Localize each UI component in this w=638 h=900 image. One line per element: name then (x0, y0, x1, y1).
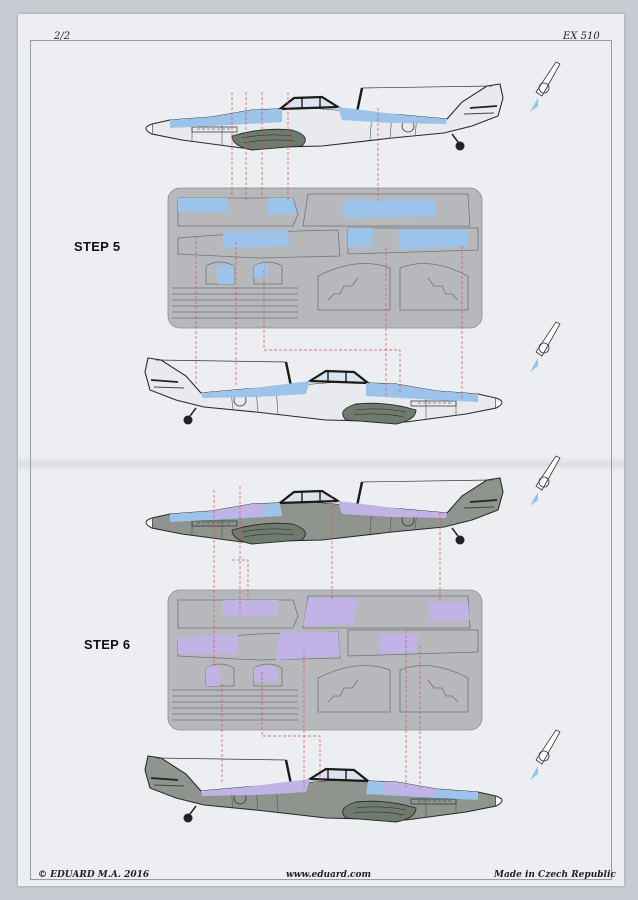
footer-copyright: © EDUARD M.A. 2016 (38, 870, 150, 880)
step6-mask-sheet (167, 589, 483, 731)
page-frame (30, 40, 612, 880)
step5-pen-top (529, 61, 561, 113)
step-6-label: STEP 6 (84, 637, 131, 652)
footer-origin: Made in Czech Republic (494, 870, 616, 880)
step-5-label: STEP 5 (74, 239, 121, 254)
step5-top-aircraft (144, 82, 505, 152)
step5-bottom-aircraft (143, 356, 504, 426)
step6-leader-lines (213, 486, 441, 790)
step5-leader-lines (195, 92, 463, 398)
step5-top-aircraft-mask (170, 107, 447, 128)
paper-fold (18, 457, 624, 471)
footer-website[interactable]: www.eduard.com (286, 870, 372, 880)
step6-pen-bottom (529, 729, 561, 781)
step6-pen-top (529, 455, 561, 507)
page-number: 2/2 (54, 31, 71, 42)
step6-bottom-aircraft (143, 754, 504, 824)
step6-top-aircraft (144, 476, 505, 546)
instruction-sheet (18, 14, 624, 886)
step5-pen-bottom (529, 321, 561, 373)
step5-mask-sheet (167, 187, 483, 329)
product-code: EX 510 (563, 31, 600, 42)
